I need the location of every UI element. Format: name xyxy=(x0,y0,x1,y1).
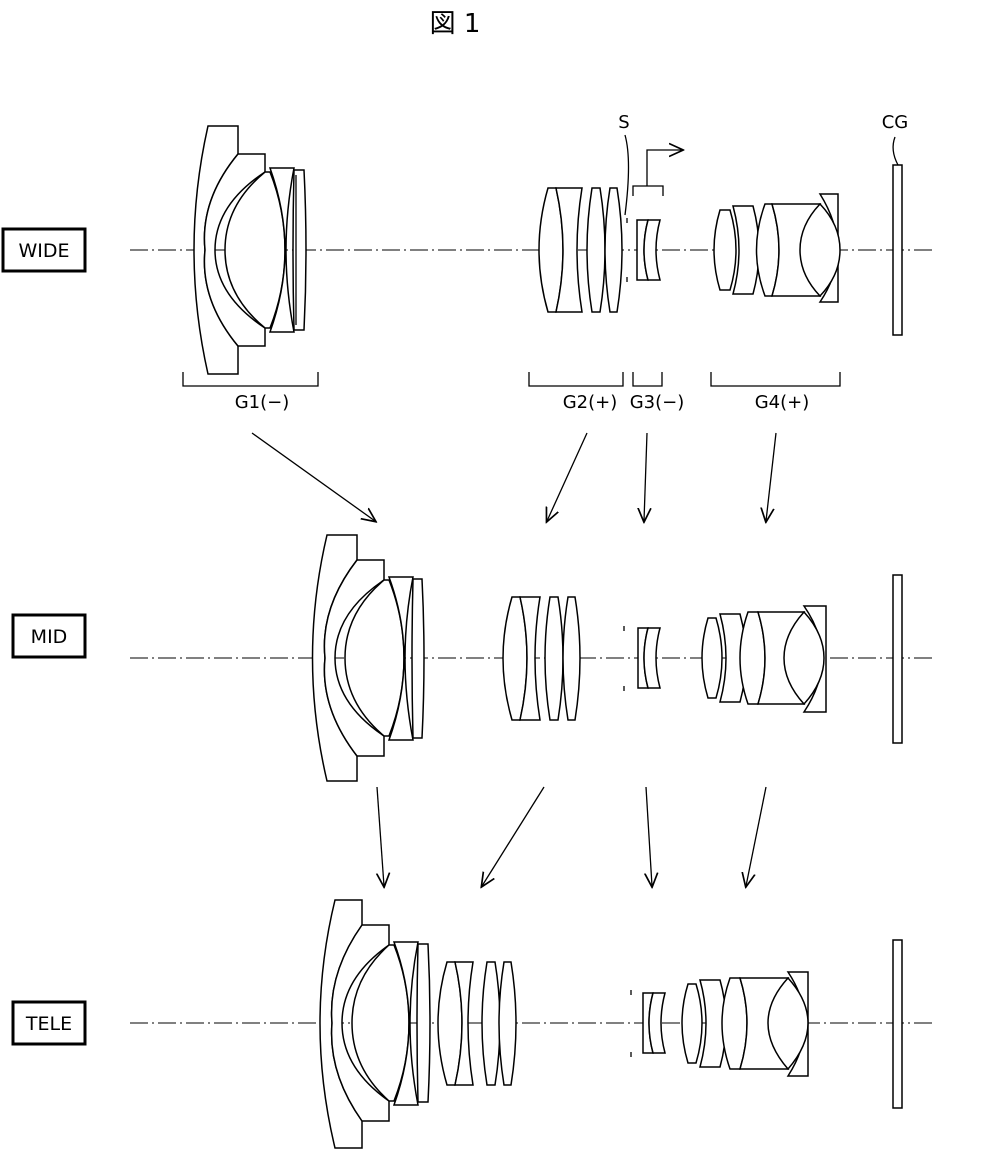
bracket-g3 xyxy=(632,372,663,387)
arrow-g4-mid-to-tele xyxy=(746,786,767,886)
wide-lens-group-g2 xyxy=(538,187,623,313)
bracket-g1 xyxy=(182,372,319,387)
arrow-g1-mid-to-tele xyxy=(377,786,384,886)
wide-lens-group-g1 xyxy=(193,125,307,375)
arrow-g3-mid-to-tele xyxy=(646,786,652,886)
mid-lens-group-g4 xyxy=(701,605,827,713)
group-label-g4: G4(+) xyxy=(755,392,810,413)
arrow-g2-wide-to-mid xyxy=(547,432,588,521)
bracket-g4 xyxy=(710,372,841,387)
cover-glass-leader-line xyxy=(892,136,899,166)
mid-cover-glass xyxy=(892,574,903,744)
wide-lens-group-g4 xyxy=(713,193,841,303)
bracket-g2 xyxy=(528,372,624,387)
state-label-mid: MID xyxy=(11,613,87,659)
mid-lens-group-g3 xyxy=(637,627,661,689)
group-label-g1: G1(−) xyxy=(235,392,290,413)
wide-cover-glass xyxy=(892,164,903,336)
stop-leader-line xyxy=(624,134,630,216)
arrow-g2-mid-to-tele xyxy=(482,786,545,886)
tele-lens-group-g3 xyxy=(642,992,666,1054)
state-label-tele: TELE xyxy=(11,1000,87,1046)
arrow-g4-wide-to-mid xyxy=(766,432,777,521)
arrow-g3-wide-to-mid xyxy=(644,432,647,521)
tele-lens-group-g1 xyxy=(319,899,431,1149)
tele-lens-group-g4 xyxy=(681,971,809,1077)
state-label-wide-text: WIDE xyxy=(18,240,69,262)
tele-cover-glass xyxy=(892,939,903,1109)
wide-lens-group-g3 xyxy=(636,219,661,281)
mid-lens-group-g1 xyxy=(311,534,425,782)
group-label-g2: G2(+) xyxy=(563,392,618,413)
mid-lens-group-g2 xyxy=(502,596,581,721)
tele-lens-group-g2 xyxy=(437,961,517,1086)
figure-title: 図 1 xyxy=(430,9,481,39)
state-label-mid-text: MID xyxy=(31,626,68,648)
group-label-g3: G3(−) xyxy=(630,392,685,413)
state-label-tele-text: TELE xyxy=(25,1013,72,1035)
arrow-g1-wide-to-mid xyxy=(251,432,375,521)
cover-glass-label: CG xyxy=(882,112,909,133)
g3-movement-arrow xyxy=(646,150,682,186)
state-label-wide: WIDE xyxy=(1,227,87,273)
g3-top-bracket xyxy=(632,185,664,196)
stop-label: S xyxy=(618,112,629,133)
